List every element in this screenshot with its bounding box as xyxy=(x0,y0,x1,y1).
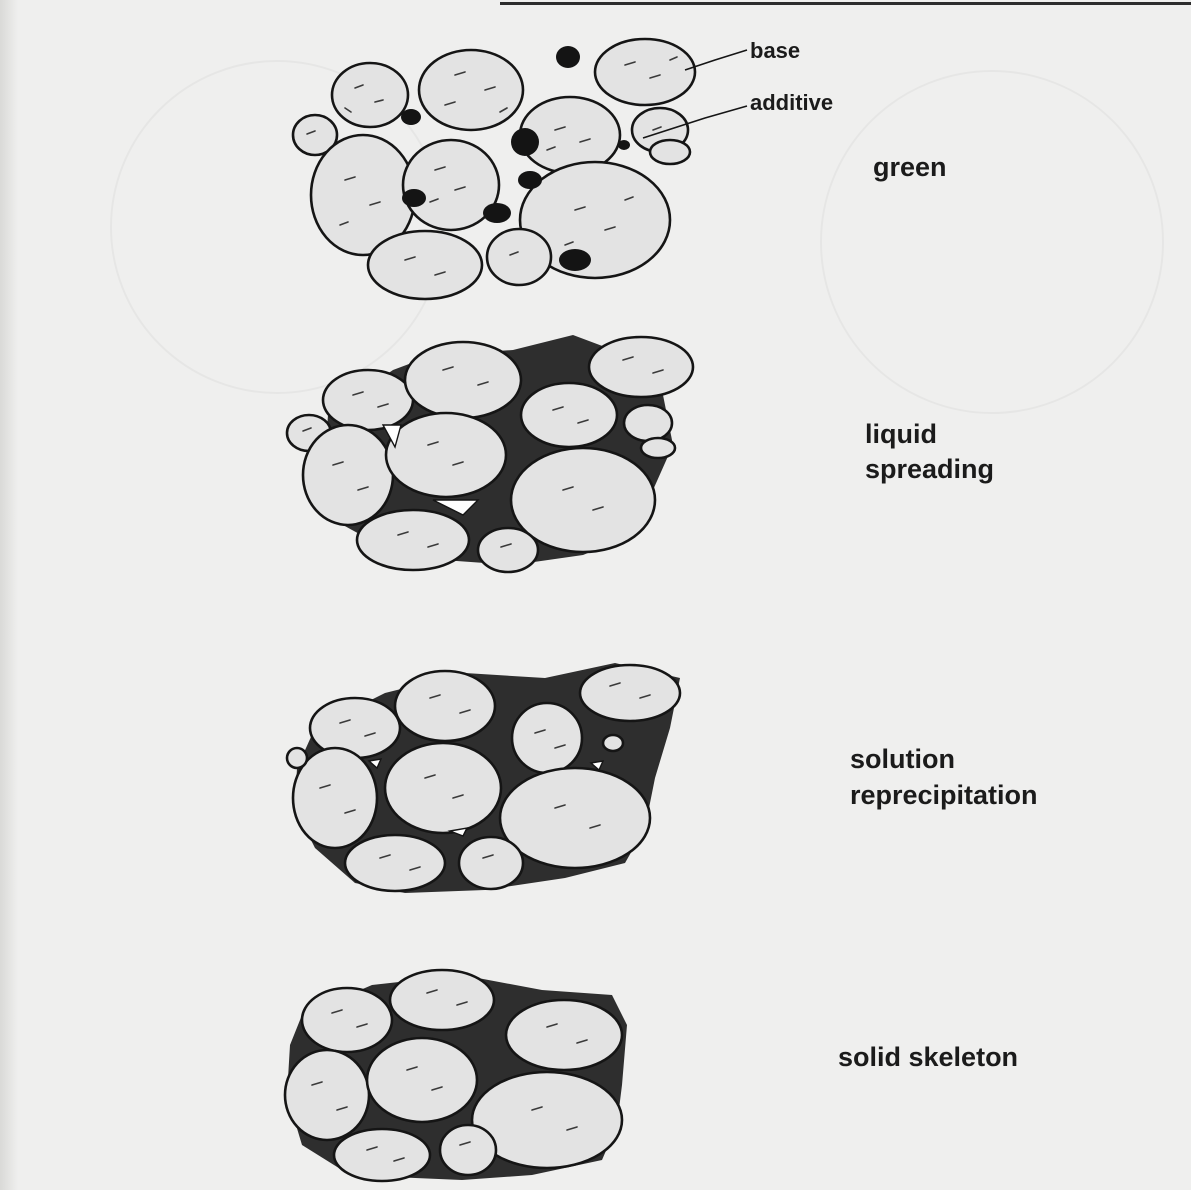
base-grain xyxy=(405,342,521,418)
base-grain xyxy=(500,768,650,868)
base-grain-group xyxy=(293,39,695,299)
base-grain xyxy=(624,405,672,441)
base-grain xyxy=(357,510,469,570)
liquid-spreading-diagram xyxy=(283,325,703,575)
base-grain xyxy=(386,413,506,497)
stage-label-liquid-spreading-line2: spreading xyxy=(865,452,994,486)
additive-particle xyxy=(518,171,542,189)
base-grain xyxy=(419,50,523,130)
additive-particle xyxy=(483,203,511,223)
base-grain xyxy=(440,1125,496,1175)
additive-particle xyxy=(556,46,580,68)
base-grain xyxy=(589,337,693,397)
show-through-mark xyxy=(820,70,1164,414)
base-grain xyxy=(650,140,690,164)
stage-label-green: green xyxy=(873,150,947,184)
additive-particle xyxy=(401,109,421,125)
base-grain xyxy=(641,438,675,458)
base-grain-group xyxy=(285,970,622,1181)
base-label: base xyxy=(750,38,800,64)
base-grain xyxy=(367,1038,477,1122)
additive-particle xyxy=(511,128,539,156)
solution-reprecipitation-diagram xyxy=(285,658,695,898)
base-grain xyxy=(459,837,523,889)
base-grain xyxy=(487,229,551,285)
base-grain xyxy=(478,528,538,572)
additive-particle xyxy=(559,249,591,271)
additive-particle xyxy=(618,140,630,150)
additive-particle xyxy=(402,189,426,207)
base-grain xyxy=(302,988,392,1052)
additive-label: additive xyxy=(750,90,833,116)
base-grain xyxy=(345,835,445,891)
green-compact-diagram xyxy=(285,30,745,300)
stage-label-solution-line1: solution xyxy=(850,742,955,776)
base-grain xyxy=(323,370,413,430)
base-grain xyxy=(368,231,482,299)
base-grain xyxy=(385,743,501,833)
base-grain xyxy=(506,1000,622,1070)
base-grain xyxy=(595,39,695,105)
solid-skeleton-diagram xyxy=(282,965,652,1195)
base-grain xyxy=(603,735,623,751)
base-grain xyxy=(521,383,617,447)
page-binding-shadow xyxy=(0,0,18,1190)
base-grain xyxy=(390,970,494,1030)
stage-label-liquid-spreading-line1: liquid xyxy=(865,417,937,451)
base-grain xyxy=(395,671,495,741)
base-grain xyxy=(334,1129,430,1181)
base-grain xyxy=(303,425,393,525)
base-leader-line xyxy=(685,50,747,70)
stage-label-solid-skeleton: solid skeleton xyxy=(838,1040,1018,1074)
base-grain xyxy=(287,748,307,768)
base-grain xyxy=(580,665,680,721)
base-grain xyxy=(332,63,408,127)
base-grain xyxy=(512,703,582,773)
top-rule xyxy=(500,2,1191,5)
base-grain xyxy=(285,1050,369,1140)
stage-label-solution-line2: reprecipitation xyxy=(850,778,1038,812)
